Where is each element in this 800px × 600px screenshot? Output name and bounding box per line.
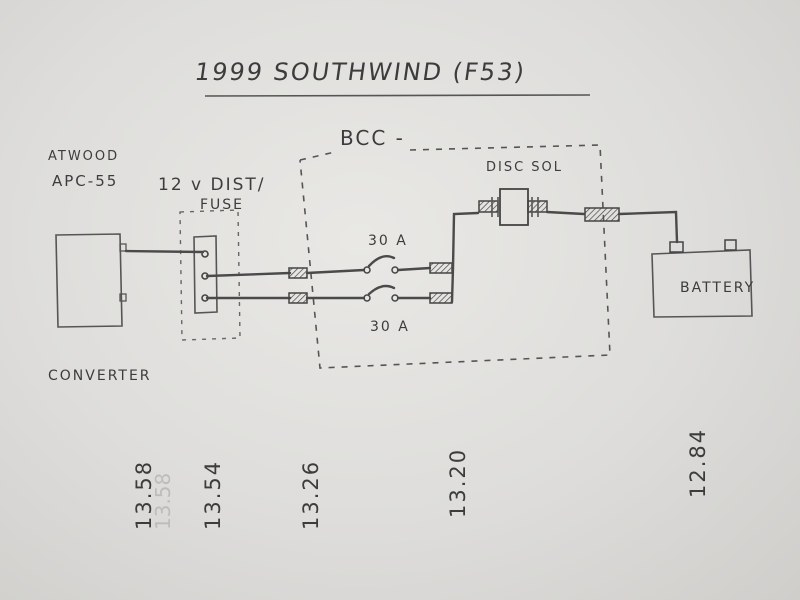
- breaker-bottom-arm: [367, 284, 396, 296]
- breaker-bottom-contact-left: [363, 294, 371, 302]
- battery-terminal-positive: [669, 241, 684, 253]
- converter-terminal-bottom: [119, 293, 127, 302]
- bcc-input-connector-bottom: [288, 292, 308, 304]
- voltage-converter: 13.58: [132, 460, 156, 530]
- solenoid-stud-left: [491, 197, 499, 217]
- breaker-bottom-label: 30 A: [370, 319, 410, 335]
- voltage-breaker-output: 13.20: [446, 448, 470, 518]
- wire-output-bus: [450, 211, 480, 304]
- solenoid-body: [499, 188, 529, 226]
- breaker-output-connector-top: [429, 262, 453, 274]
- converter-label: CONVERTER: [48, 368, 152, 384]
- bcc-label: BCC -: [340, 126, 405, 150]
- wire-to-battery: [617, 210, 679, 244]
- voltage-battery: 12.84: [686, 428, 710, 498]
- bcc-enclosure: [299, 144, 611, 369]
- distribution-terminal-1: [201, 250, 209, 258]
- solenoid-label: DISC SOL: [486, 160, 563, 175]
- battery-case: [651, 249, 753, 318]
- breaker-top-arm: [367, 255, 396, 268]
- converter-terminal-top: [119, 243, 127, 252]
- breaker-output-connector-bottom: [429, 292, 453, 304]
- distribution-terminal-block: [193, 235, 218, 314]
- wire-dist-to-bcc-top: [205, 271, 292, 278]
- wire-converter-to-distribution: [124, 249, 205, 254]
- voltage-converter-faint: 13.58: [151, 473, 175, 530]
- wire-bcc-to-breaker-top: [305, 268, 366, 275]
- solenoid-stud-right: [531, 197, 539, 217]
- breaker-top-contact-left: [363, 266, 371, 274]
- title-underline: [204, 94, 591, 97]
- wire-solenoid-to-connector: [545, 210, 586, 216]
- distribution-label-line2: FUSE: [200, 197, 244, 213]
- battery-label: BATTERY: [680, 280, 755, 296]
- battery-terminal-negative: [724, 239, 737, 251]
- voltage-bcc-input: 13.26: [299, 460, 323, 530]
- wire-breaker-to-output-top: [396, 266, 432, 272]
- breaker-top-label: 30 A: [368, 233, 408, 249]
- voltage-distribution: 13.54: [201, 460, 225, 530]
- converter-brand-line1: ATWOOD: [48, 149, 119, 164]
- bcc-exit-connector: [584, 207, 620, 222]
- diagram-title: 1999 SOUTHWIND (F53): [193, 58, 528, 86]
- bcc-input-connector-top: [288, 267, 308, 279]
- converter-brand-line2: APC-55: [52, 172, 118, 190]
- converter-box: [55, 233, 123, 328]
- solenoid-terminal-left: [478, 200, 499, 213]
- distribution-label-line1: 12 v DIST/: [158, 175, 266, 195]
